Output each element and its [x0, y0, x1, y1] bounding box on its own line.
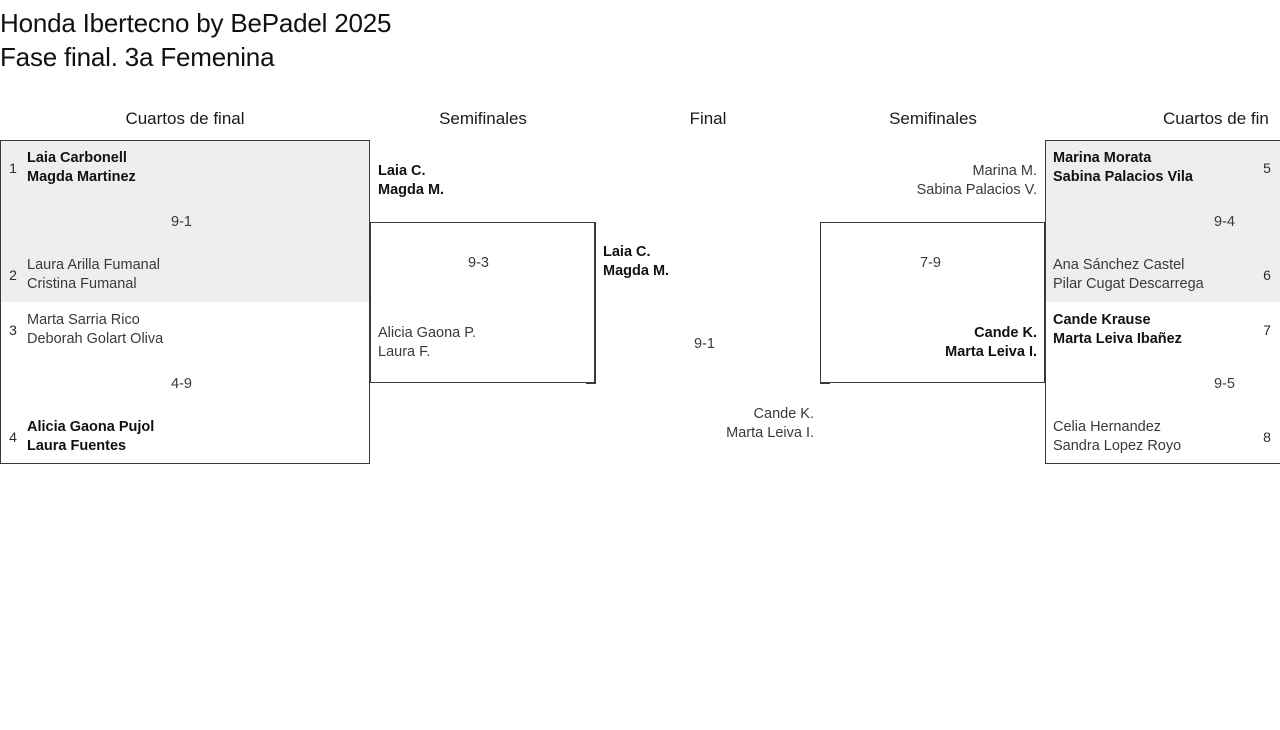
- connector-final-left-bottom-stub: [586, 383, 596, 384]
- team-seed-4[interactable]: 4 Alicia Gaona Pujol Laura Fuentes: [8, 418, 154, 456]
- player-names: Cande K. Marta Leiva I.: [945, 325, 1037, 360]
- connector-final-right-bottom-stub: [820, 383, 830, 384]
- player-names: Laura Arilla Fumanal Cristina Fumanal: [27, 257, 160, 292]
- player-names: Alicia Gaona P. Laura F.: [378, 325, 477, 360]
- team-seed-6[interactable]: 6 Ana Sánchez Castel Pilar Cugat Descarr…: [1050, 256, 1272, 294]
- connector-final-left-top-stub: [586, 222, 596, 223]
- player-names: Marina Morata Sabina Palacios Vila: [1053, 150, 1193, 185]
- seed-number: 7: [1263, 322, 1271, 338]
- score-final: 9-1: [694, 336, 715, 352]
- team-sf-right-bottom[interactable]: Cande K. Marta Leiva I.: [837, 324, 1037, 362]
- score-qf-left-1: 9-1: [171, 214, 192, 230]
- seed-number: 5: [1263, 160, 1271, 176]
- round-header-semifinals-left: Semifinales: [439, 109, 527, 128]
- seed-number: 1: [9, 160, 17, 176]
- team-final-bottom[interactable]: Cande K. Marta Leiva I.: [614, 405, 814, 443]
- team-final-top[interactable]: Laia C. Magda M.: [603, 243, 669, 281]
- score-qf-right-1: 9-4: [1214, 214, 1235, 230]
- match-box-sf-right[interactable]: [820, 222, 1045, 383]
- seed-number: 4: [9, 429, 17, 445]
- team-seed-7[interactable]: 7 Cande Krause Marta Leiva Ibañez: [1050, 311, 1272, 349]
- seed-number: 8: [1263, 429, 1271, 445]
- score-sf-left: 9-3: [468, 255, 489, 271]
- connector-final-left-vertical: [595, 222, 596, 384]
- score-sf-right: 7-9: [920, 255, 941, 271]
- match-box-qf-right-1[interactable]: [1045, 140, 1280, 303]
- tournament-name: Honda Ibertecno by BePadel 2025: [0, 8, 392, 38]
- match-box-qf-left-1[interactable]: [0, 140, 370, 303]
- match-box-qf-right-2[interactable]: [1045, 302, 1280, 464]
- match-box-qf-left-2[interactable]: [0, 302, 370, 464]
- team-seed-2[interactable]: 2 Laura Arilla Fumanal Cristina Fumanal: [8, 256, 160, 294]
- player-names: Marina M. Sabina Palacios V.: [916, 163, 1037, 198]
- team-sf-left-top[interactable]: Laia C. Magda M.: [378, 162, 444, 200]
- player-names: Laia C. Magda M.: [378, 163, 445, 198]
- round-header-final: Final: [689, 109, 727, 128]
- seed-number: 2: [9, 267, 17, 283]
- round-header-semifinals-right: Semifinales: [889, 109, 977, 128]
- team-seed-3[interactable]: 3 Marta Sarria Rico Deborah Golart Oliva: [8, 311, 163, 349]
- player-names: Celia Hernandez Sandra Lopez Royo: [1053, 419, 1182, 454]
- player-names: Cande K. Marta Leiva I.: [726, 406, 814, 441]
- team-sf-right-top[interactable]: Marina M. Sabina Palacios V.: [837, 162, 1037, 200]
- player-names: Ana Sánchez Castel Pilar Cugat Descarreg…: [1053, 257, 1204, 292]
- player-names: Cande Krause Marta Leiva Ibañez: [1053, 312, 1182, 347]
- team-seed-1[interactable]: 1 Laia Carbonell Magda Martinez: [8, 149, 136, 187]
- round-header-quarterfinals-left: Cuartos de final: [125, 109, 245, 128]
- player-names: Marta Sarria Rico Deborah Golart Oliva: [27, 312, 164, 347]
- match-box-sf-left[interactable]: [370, 222, 595, 383]
- page-title: Honda Ibertecno by BePadel 2025 Fase fin…: [0, 6, 900, 74]
- team-seed-8[interactable]: 8 Celia Hernandez Sandra Lopez Royo: [1050, 418, 1272, 456]
- player-names: Laia C. Magda M.: [603, 244, 670, 279]
- seed-number: 3: [9, 322, 17, 338]
- team-sf-left-bottom[interactable]: Alicia Gaona P. Laura F.: [378, 324, 476, 362]
- seed-number: 6: [1263, 267, 1271, 283]
- player-names: Alicia Gaona Pujol Laura Fuentes: [27, 419, 155, 454]
- tournament-phase: Fase final. 3a Femenina: [0, 42, 275, 72]
- round-header-quarterfinals-right: Cuartos de fin: [1163, 109, 1269, 128]
- player-names: Laia Carbonell Magda Martinez: [27, 150, 136, 185]
- team-seed-5[interactable]: 5 Marina Morata Sabina Palacios Vila: [1050, 149, 1272, 187]
- score-qf-right-2: 9-5: [1214, 376, 1235, 392]
- score-qf-left-2: 4-9: [171, 376, 192, 392]
